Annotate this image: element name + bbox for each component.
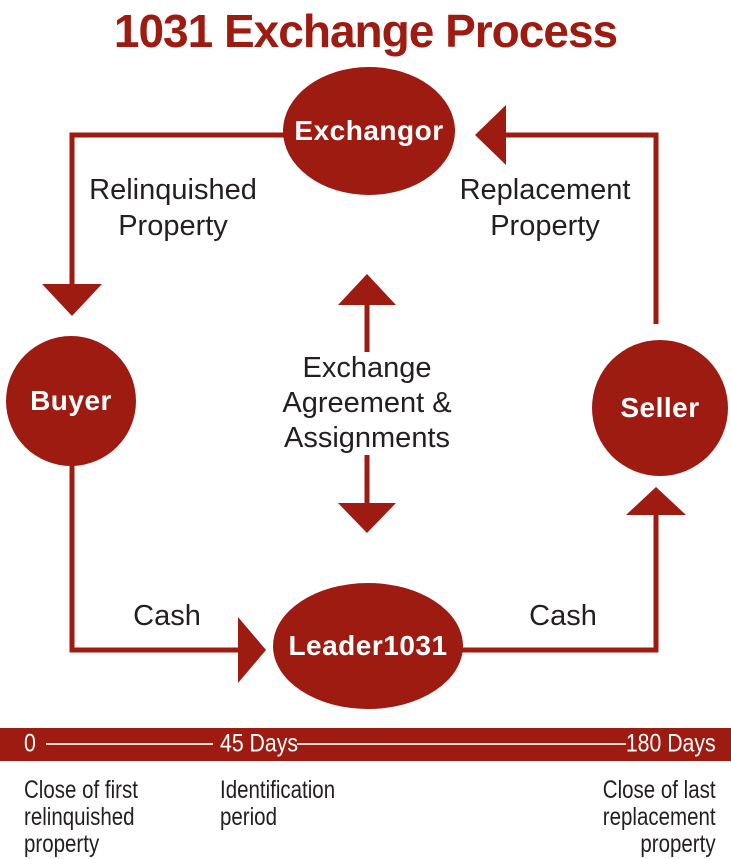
timeline-segment-0-45 [46,743,213,745]
node-leader1031: Leader1031 [273,583,463,709]
arrowhead-down-to-leader [338,503,396,533]
timeline-label-identification-period: Identification period [220,776,336,831]
page-title: 1031 Exchange Process [113,5,618,57]
edge-label-cash-left: Cash [133,600,201,632]
timeline-tick-0: 0 [24,728,36,757]
timeline-bar: 0 45 Days 180 Days [0,728,731,761]
arrowhead-left-to-exchangor [475,105,506,165]
timeline-segment-45-180 [297,743,626,745]
edge-label-exchange-agreement: Exchange Agreement & Assignments [282,352,452,454]
arrowhead-up-to-seller [626,487,686,515]
node-buyer: Buyer [6,336,136,466]
node-buyer-label: Buyer [30,385,112,416]
timeline-tick-45-days: 45 Days [220,728,298,757]
timeline-tick-180-days: 180 Days [626,728,716,757]
edge-label-relinquished-property: Relinquished Property [89,174,257,242]
edge-label-replacement-property: Replacement Property [459,174,631,242]
arrowhead-right-to-leader [238,617,266,683]
node-exchangor: Exchangor [283,67,455,195]
edge-label-cash-right: Cash [529,600,597,632]
timeline-label-close-last: Close of last replacement property [603,776,716,858]
connector-buyer-to-leader [69,463,240,653]
node-exchangor-label: Exchangor [294,115,444,146]
node-seller: Seller [592,340,728,476]
arrowhead-down-to-buyer [42,284,102,316]
node-seller-label: Seller [620,392,700,423]
connector-seller-to-exchangor [506,132,659,324]
timeline-label-close-first: Close of first relinquished property [24,776,138,858]
connector-leader-to-seller [458,513,659,653]
connector-exchangor-to-buyer [69,132,330,286]
arrowhead-up-to-exchangor [338,274,396,305]
node-leader1031-label: Leader1031 [288,630,448,661]
